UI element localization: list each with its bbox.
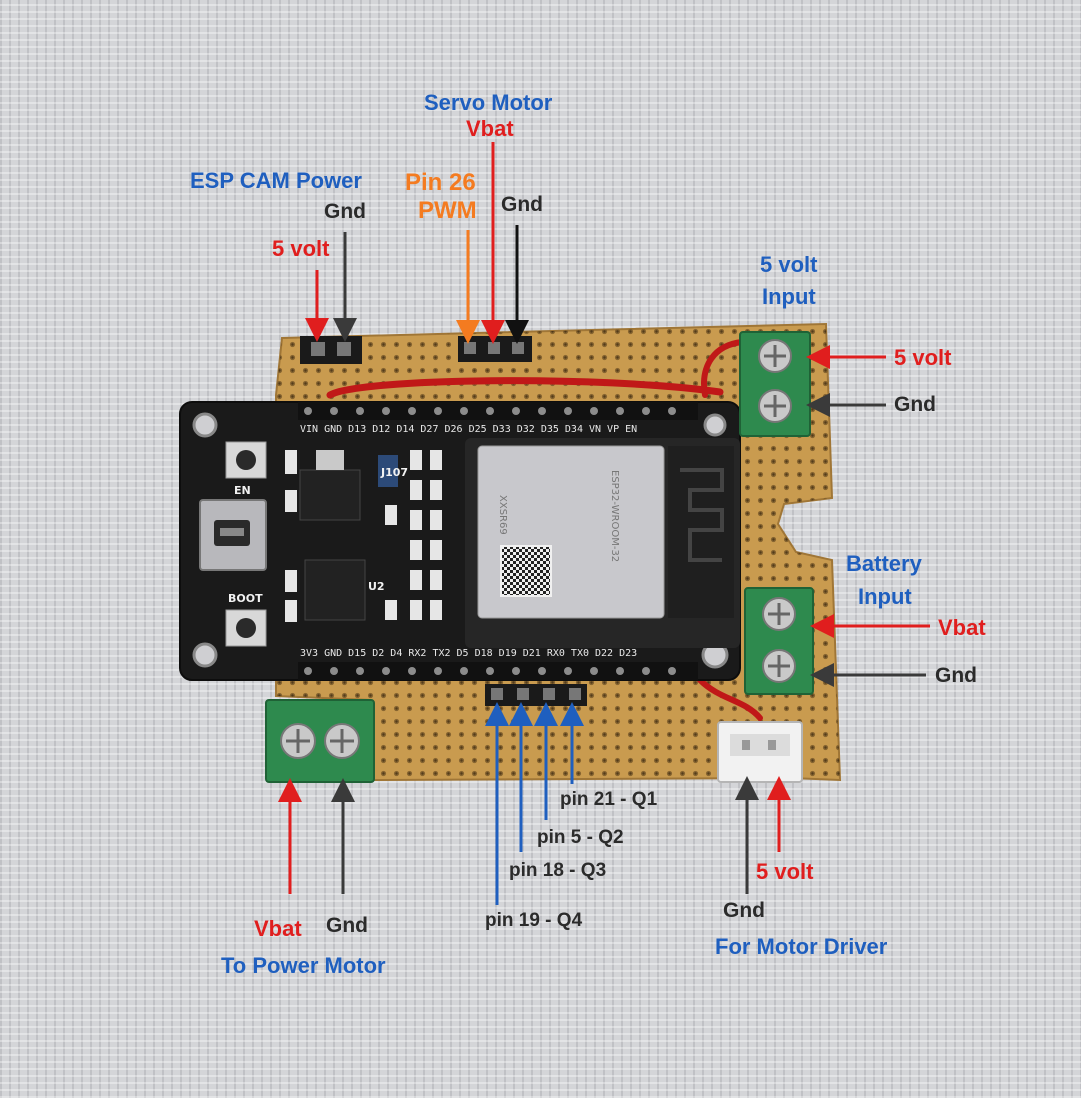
j107-label: J107	[380, 466, 408, 479]
terminal-battery-input	[744, 587, 814, 695]
label-servo-gnd: Gnd	[501, 193, 543, 216]
en-button-label: EN	[234, 484, 251, 497]
u2-label: U2	[368, 580, 385, 593]
boot-button: BOOT	[225, 592, 267, 647]
label-power-motor: To Power Motor	[221, 953, 386, 978]
label-battery-gnd: Gnd	[935, 664, 977, 687]
label-input-5v-line1: 5 volt	[760, 252, 818, 277]
labels: ESP CAM Power Gnd 5 volt Servo Motor Vba…	[190, 90, 986, 978]
esp32-dev-board: VIN GND D13 D12 D14 D27 D26 D25 D33 D32 …	[179, 401, 741, 681]
label-battery-line1: Battery	[846, 551, 923, 576]
label-pin18: pin 18 - Q3	[509, 860, 606, 881]
servo-header	[458, 336, 532, 362]
top-header	[298, 402, 698, 420]
module-code: XXSR69	[497, 495, 508, 535]
bottom-header	[298, 662, 698, 680]
usb-uart-chip	[304, 559, 366, 621]
module-name: ESP32-WROOM-32	[609, 470, 620, 562]
esp32-wroom-module: ESP32-WROOM-32 XXSR69	[465, 438, 740, 648]
label-pin5: pin 5 - Q2	[537, 827, 624, 848]
esp-cam-power-header	[300, 336, 362, 364]
label-battery-line2: Input	[858, 584, 912, 609]
terminal-power-motor	[265, 699, 375, 783]
label-pin21: pin 21 - Q1	[560, 789, 658, 810]
red-wires	[326, 339, 763, 721]
voltage-regulator	[299, 469, 361, 521]
label-pin19: pin 19 - Q4	[485, 910, 583, 931]
label-battery-vbat: Vbat	[938, 615, 986, 640]
top-pin-labels: VIN GND D13 D12 D14 D27 D26 D25 D33 D32 …	[300, 424, 637, 435]
label-input-5v-pos: 5 volt	[894, 345, 952, 370]
label-servo-vbat: Vbat	[466, 116, 514, 141]
label-motor-vbat: Vbat	[254, 916, 302, 941]
micro-usb-port	[199, 499, 267, 571]
label-input-5v-line2: Input	[762, 284, 816, 309]
label-driver-gnd: Gnd	[723, 899, 765, 922]
label-motor-gnd: Gnd	[326, 914, 368, 937]
terminal-5v-input	[739, 331, 811, 437]
arrows	[278, 142, 930, 905]
label-servo-pin26: Pin 26	[405, 169, 476, 196]
label-servo-pwm: PWM	[418, 197, 477, 224]
smd-components	[285, 450, 442, 622]
motor-pin-header	[485, 684, 587, 706]
label-servo-motor: Servo Motor	[424, 90, 553, 115]
boot-button-label: BOOT	[228, 592, 263, 605]
label-driver-5v: 5 volt	[756, 859, 814, 884]
en-button: EN	[225, 441, 267, 497]
label-motor-driver: For Motor Driver	[715, 934, 888, 959]
label-esp-cam-gnd: Gnd	[324, 200, 366, 223]
jst-connector-motor-driver	[717, 721, 803, 783]
label-input-5v-gnd: Gnd	[894, 393, 936, 416]
bottom-pin-labels: 3V3 GND D15 D2 D4 RX2 TX2 D5 D18 D19 D21…	[300, 648, 637, 659]
label-esp-cam-5v: 5 volt	[272, 236, 330, 261]
label-esp-cam-power: ESP CAM Power	[190, 168, 362, 193]
